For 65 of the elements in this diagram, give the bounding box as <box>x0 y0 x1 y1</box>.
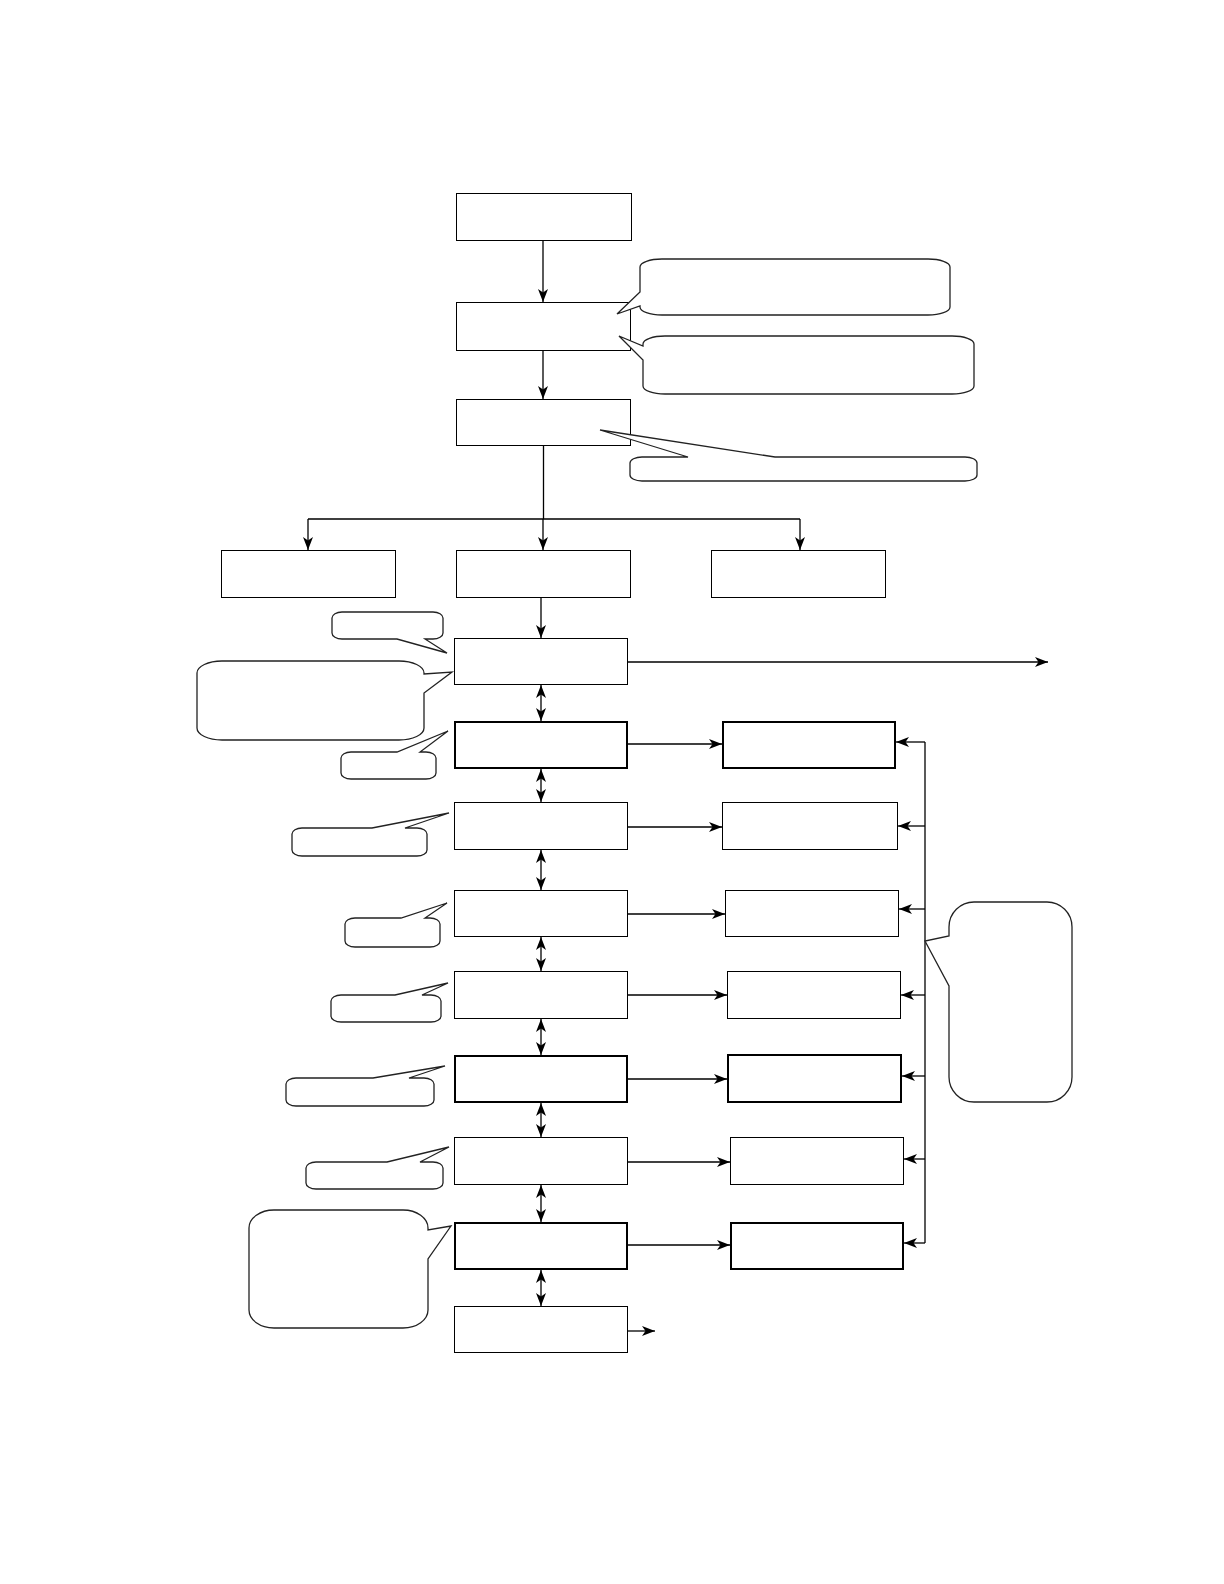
callout-bubble <box>599 429 978 482</box>
double-arrow <box>536 1102 546 1138</box>
arrow <box>627 739 723 749</box>
process-box <box>722 721 896 769</box>
process-box <box>456 302 631 351</box>
process-box <box>711 550 886 598</box>
arrow <box>898 904 926 914</box>
process-box <box>221 550 396 598</box>
callout-bubble <box>344 902 448 948</box>
double-arrow <box>536 768 546 803</box>
double-arrow <box>536 1018 546 1056</box>
callout-bubble <box>305 1146 450 1190</box>
arrow <box>536 597 546 639</box>
arrow <box>901 1071 926 1081</box>
process-box <box>730 1222 904 1270</box>
arrow <box>627 1326 656 1336</box>
arrow <box>897 821 926 831</box>
process-box <box>454 1137 628 1185</box>
callout-bubble <box>196 660 453 741</box>
arrow <box>538 240 548 303</box>
arrow <box>795 518 805 551</box>
arrow <box>627 909 726 919</box>
arrow <box>303 518 313 551</box>
arrow <box>903 1154 926 1164</box>
callout-bubble <box>618 335 975 395</box>
callout-bubble <box>291 812 450 857</box>
callout-bubble <box>285 1065 446 1107</box>
double-arrow <box>536 849 546 891</box>
process-box <box>454 890 628 937</box>
connector-line <box>924 741 926 1244</box>
process-box <box>454 971 628 1019</box>
callout-bubble <box>248 1209 452 1329</box>
process-box <box>456 550 631 598</box>
callout-bubble <box>924 901 1073 1103</box>
process-box <box>454 1222 628 1270</box>
process-box <box>725 890 899 937</box>
process-box <box>454 721 628 769</box>
callout-bubble <box>330 982 449 1023</box>
arrow <box>627 657 1049 667</box>
arrow <box>627 1240 731 1250</box>
process-box <box>454 638 628 685</box>
callout-bubble <box>340 730 449 780</box>
process-box <box>722 802 898 850</box>
arrow <box>538 350 548 400</box>
process-box <box>454 802 628 850</box>
arrow <box>900 990 926 1000</box>
arrow <box>627 990 728 1000</box>
arrow <box>627 822 723 832</box>
callout-bubble <box>616 258 951 316</box>
double-arrow <box>536 936 546 972</box>
arrow <box>627 1157 731 1167</box>
process-box <box>727 1054 902 1103</box>
process-box <box>727 971 901 1019</box>
double-arrow <box>536 1184 546 1223</box>
process-box <box>730 1137 904 1185</box>
process-box <box>454 1306 628 1353</box>
process-box <box>456 193 632 241</box>
callout-bubble <box>331 611 448 654</box>
arrow <box>903 1238 926 1248</box>
process-box <box>456 399 631 446</box>
double-arrow <box>536 684 546 722</box>
arrow <box>895 737 926 747</box>
process-box <box>454 1055 628 1103</box>
double-arrow <box>536 1269 546 1307</box>
arrow <box>627 1074 728 1084</box>
